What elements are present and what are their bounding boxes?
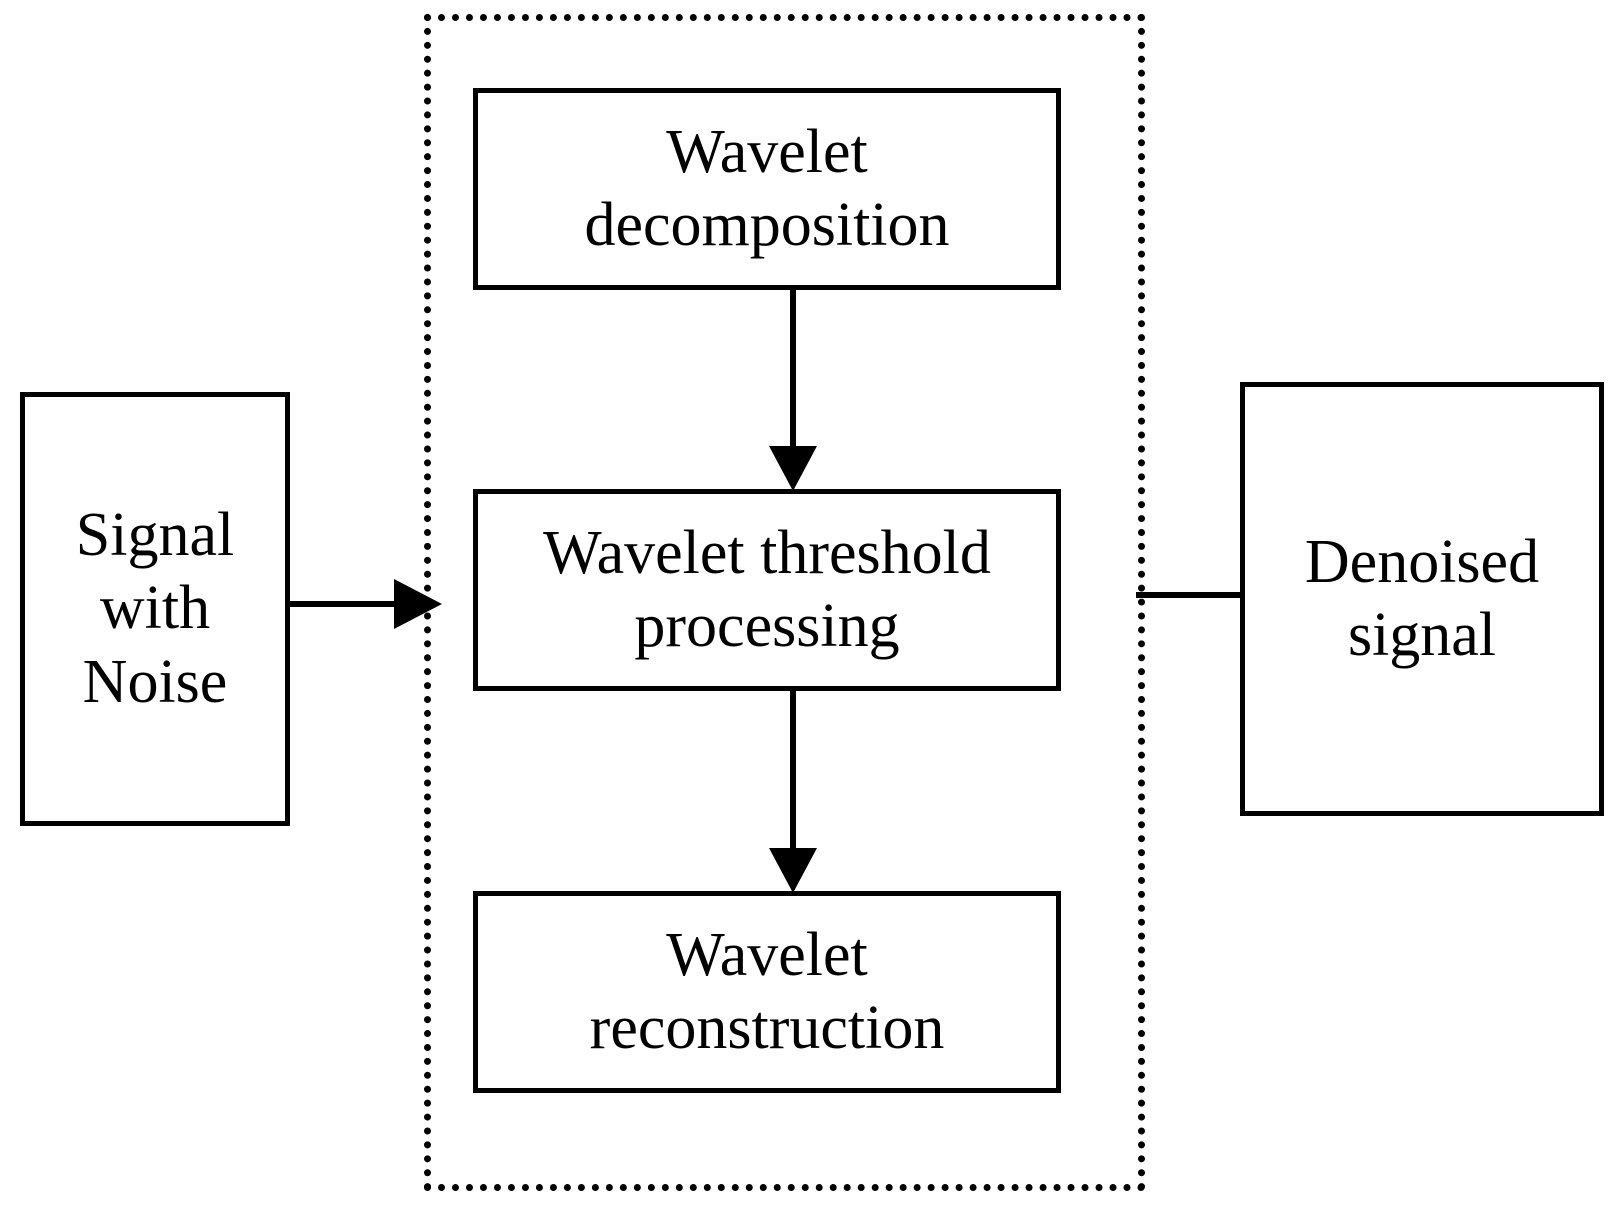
connector-line — [790, 290, 796, 465]
node-wavelet-threshold-processing[interactable]: Wavelet threshold processing — [473, 489, 1061, 691]
connector-line — [790, 691, 796, 856]
connector-line — [290, 601, 398, 607]
node-wavelet-threshold-processing-label: Wavelet threshold processing — [543, 518, 991, 660]
node-signal-with-noise-label: Signal with Noise — [75, 501, 235, 716]
node-wavelet-reconstruction-label: Wavelet reconstruction — [589, 920, 945, 1062]
node-wavelet-decomposition[interactable]: Wavelet decomposition — [473, 88, 1061, 290]
node-denoised-signal-label: Denoised signal — [1304, 527, 1540, 669]
arrow-down-icon — [769, 446, 817, 491]
arrow-right-icon — [394, 579, 442, 629]
node-denoised-signal[interactable]: Denoised signal — [1240, 382, 1604, 816]
node-wavelet-decomposition-label: Wavelet decomposition — [584, 117, 950, 259]
node-wavelet-reconstruction[interactable]: Wavelet reconstruction — [473, 891, 1061, 1093]
connector-line — [1136, 592, 1246, 598]
node-signal-with-noise[interactable]: Signal with Noise — [20, 392, 290, 826]
arrow-down-icon — [769, 848, 817, 893]
